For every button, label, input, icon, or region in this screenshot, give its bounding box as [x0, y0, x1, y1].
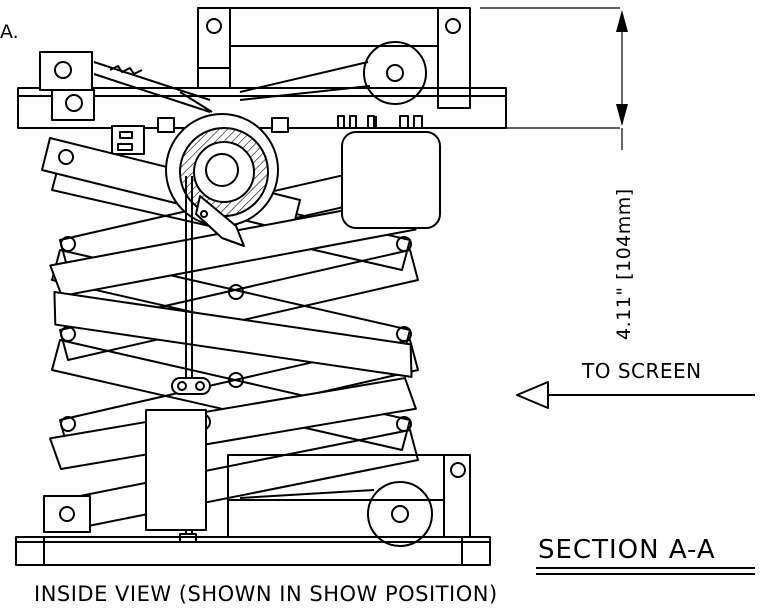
motor-housing [341, 131, 441, 229]
drawing-caption: INSIDE VIEW (SHOWN IN SHOW POSITION) [34, 582, 498, 606]
top-mounting-plate [17, 7, 620, 129]
section-reference-label: A. [0, 21, 19, 43]
section-title: SECTION A-A [538, 535, 716, 565]
height-dimension [616, 10, 628, 150]
to-screen-arrow [516, 381, 755, 409]
cable-drum [165, 113, 279, 247]
to-screen-label: TO SCREEN [581, 359, 702, 383]
dimension-label: 4.11" [104mm] [613, 188, 635, 340]
bottom-carriage [15, 409, 491, 566]
top-carriage [197, 7, 471, 109]
top-latch-assembly [39, 51, 289, 155]
